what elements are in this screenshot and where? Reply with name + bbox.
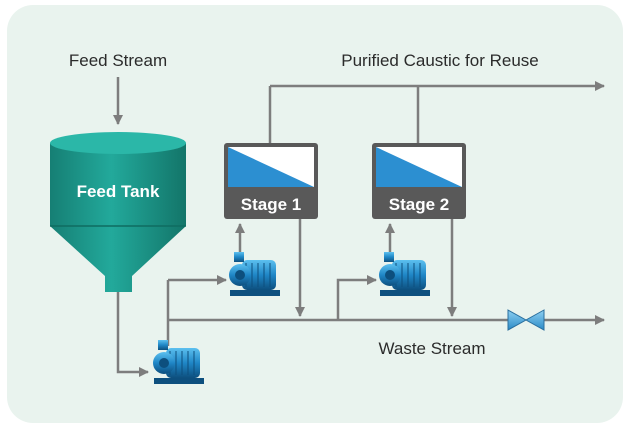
- feed-tank: [50, 132, 186, 292]
- feed-stream-label: Feed Stream: [69, 51, 167, 70]
- waste-stream-label: Waste Stream: [378, 339, 485, 358]
- stage2-label: Stage 2: [389, 195, 449, 214]
- feed-tank-label: Feed Tank: [77, 182, 160, 201]
- stage1-label: Stage 1: [241, 195, 301, 214]
- stage1-membrane-icon: [224, 143, 318, 219]
- purified-caustic-label: Purified Caustic for Reuse: [341, 51, 538, 70]
- stage2-membrane-icon: [372, 143, 466, 219]
- tank-outlet-pipe: [116, 292, 149, 377]
- stage2-feed-pipe: [336, 275, 377, 320]
- valve-icon: [507, 309, 545, 331]
